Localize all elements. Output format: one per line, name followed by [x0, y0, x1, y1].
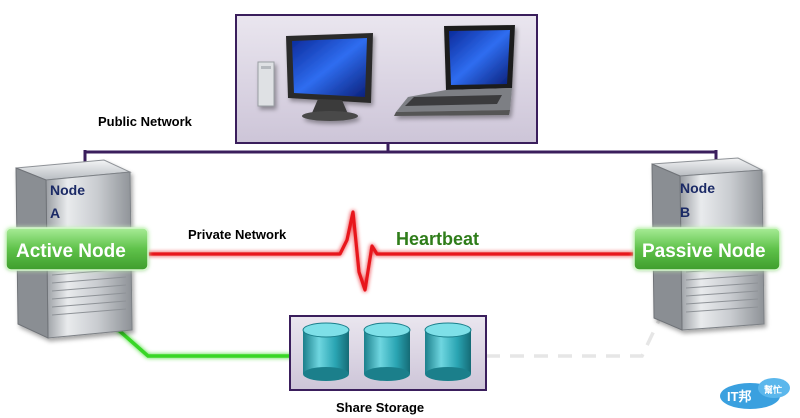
passive-storage-link — [486, 317, 662, 358]
client-group — [235, 14, 538, 144]
active-node-label: Active Node — [16, 241, 126, 262]
storage-group — [289, 315, 487, 391]
passive-node-label: Passive Node — [642, 241, 766, 262]
laptop-icon — [394, 25, 515, 116]
private-network-line — [140, 210, 660, 292]
desktop-computer-icon — [257, 33, 373, 121]
public-network-label: Public Network — [98, 114, 193, 129]
server-node-a: Node A Active Node — [5, 159, 149, 339]
storage-cylinder-icon — [363, 322, 411, 381]
watermark-brand: IT邦 — [727, 389, 752, 404]
private-network-label: Private Network — [188, 227, 287, 242]
share-storage-label: Share Storage — [336, 400, 424, 415]
storage-cylinder-icon — [302, 322, 350, 381]
node-a-word: Node — [50, 182, 85, 198]
watermark-logo: IT邦 幫忙 — [720, 378, 790, 409]
passive-node-badge — [633, 227, 781, 271]
server-node-b: Node B Passive Node — [633, 157, 781, 331]
node-a-letter: A — [50, 205, 60, 221]
node-b-letter: B — [680, 204, 690, 220]
node-b-word: Node — [680, 180, 715, 196]
heartbeat-label: Heartbeat — [396, 229, 479, 249]
active-node-badge — [5, 227, 149, 271]
storage-cylinder-icon — [424, 322, 472, 381]
watermark-sub: 幫忙 — [764, 384, 782, 395]
public-network-lines — [83, 143, 718, 172]
